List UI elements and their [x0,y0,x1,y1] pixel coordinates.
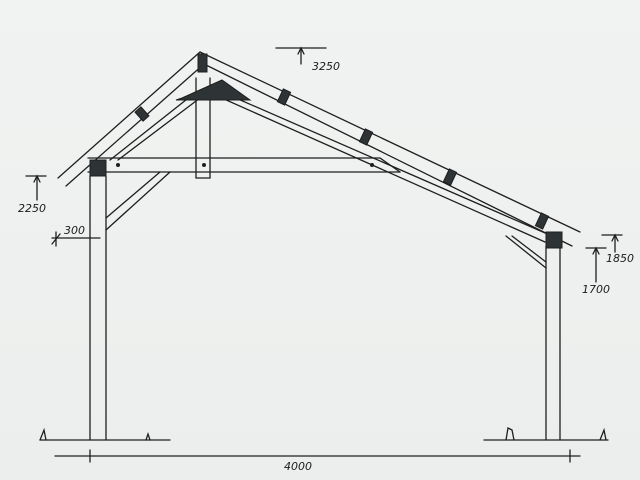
ground-line-left [39,427,171,441]
right-post [545,245,561,441]
right-knee-brace [505,235,547,269]
bolt [370,163,374,167]
ridge-post-top [197,53,208,73]
right-rafter-joint-1 [276,88,292,106]
offset-marker [51,231,101,247]
right-rafter-joint-3 [442,168,458,186]
left-rafter-joint [134,106,150,122]
right-inner-rafter [214,91,553,243]
right-post-height-label: 1700 [582,283,610,296]
right-eave-height-label: 1850 [606,252,634,265]
ridge-gusset-plate [175,79,252,101]
bolt [116,163,120,167]
ground-line-right [483,427,609,441]
right-post-height-marker [585,246,607,283]
ridge-height-label: 3250 [312,60,340,73]
left-post [89,175,107,441]
left-post-offset-label: 300 [64,224,85,237]
left-eave-height-label: 2250 [18,202,46,215]
left-knee-brace [105,171,171,231]
span-dimension-line [54,449,581,463]
ridge-height-marker [275,46,327,65]
right-eave-height-marker [601,233,623,253]
right-post-cap-block [545,231,563,249]
right-rafter [199,51,581,247]
left-inner-rafter [109,91,201,161]
right-rafter-joint-4 [534,212,550,230]
right-rafter-joint-2 [358,128,374,146]
bolt [202,163,206,167]
tie-beam [87,157,401,173]
left-rafter [57,51,205,187]
left-eave-height-marker [25,174,47,201]
span-width-label: 4000 [284,460,312,473]
left-post-cap-block [89,159,107,177]
